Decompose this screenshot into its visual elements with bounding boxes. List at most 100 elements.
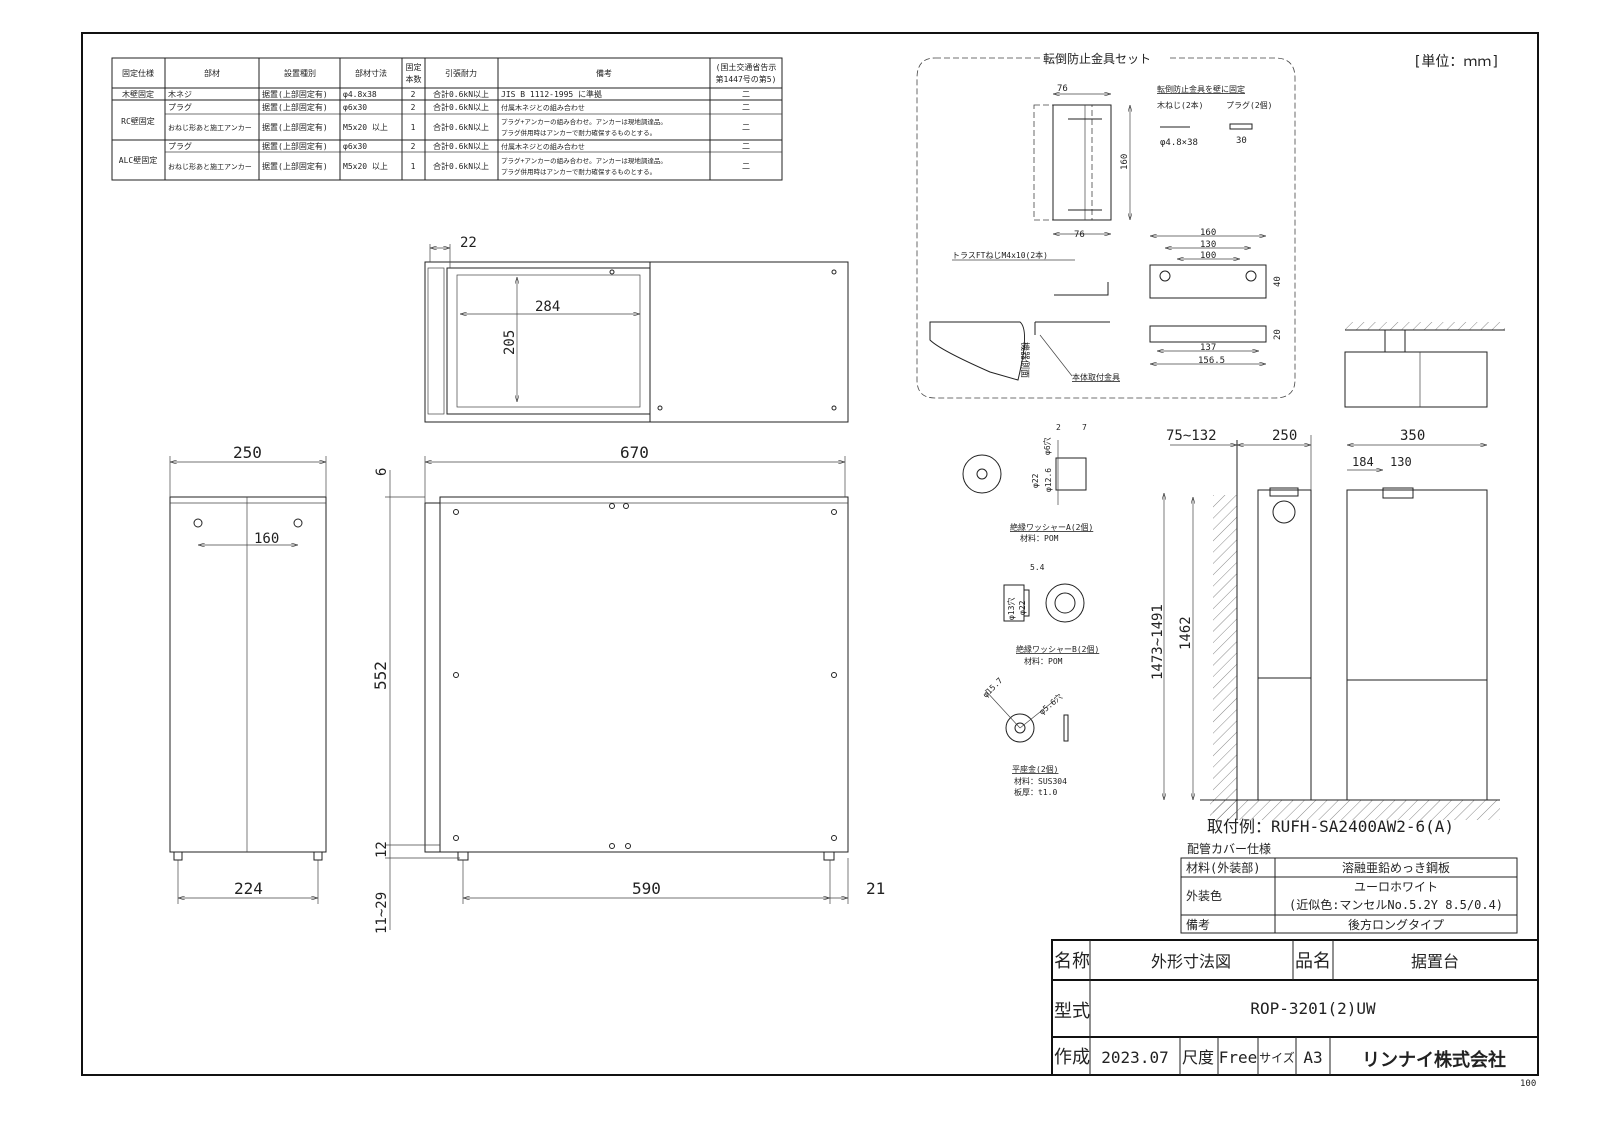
svg-text:M5x20 以上: M5x20 以上 bbox=[343, 162, 388, 171]
side-view: 670 6 552 12 11~29 590 21 bbox=[371, 443, 885, 934]
svg-text:材料：SUS304: 材料：SUS304 bbox=[1014, 776, 1067, 786]
table-header: 部材 bbox=[204, 68, 220, 78]
table-row: おねじ形あと施工アンカー 据置(上部固定有) M5x20 以上 1 合計0.6k… bbox=[168, 156, 750, 176]
table-row: プラグ 据置(上部固定有) φ6x30 2 合計0.6kN以上 付属木ネジとの組… bbox=[168, 102, 750, 112]
svg-text:(近似色:マンセルNo.5.2Y 8.5/0.4): (近似色:マンセルNo.5.2Y 8.5/0.4) bbox=[1289, 898, 1503, 912]
scale-value: Free bbox=[1219, 1048, 1258, 1067]
svg-text:二: 二 bbox=[742, 142, 750, 151]
name-label: 名称 bbox=[1054, 951, 1090, 972]
dim-224: 224 bbox=[234, 879, 263, 898]
svg-text:本体取付金具: 本体取付金具 bbox=[1072, 372, 1120, 382]
dim-205: 205 bbox=[502, 330, 518, 355]
table-header: (国土交通省告示 bbox=[716, 62, 777, 72]
svg-text:2: 2 bbox=[411, 103, 416, 112]
svg-text:木ねじ(2本): 木ねじ(2本) bbox=[1157, 100, 1203, 110]
svg-text:絶縁ワッシャーB(2個): 絶縁ワッシャーB(2個) bbox=[1016, 644, 1099, 654]
svg-text:137: 137 bbox=[1200, 343, 1216, 353]
svg-text:φ6x30: φ6x30 bbox=[343, 103, 367, 112]
svg-text:据置(上部固定有): 据置(上部固定有) bbox=[262, 102, 328, 112]
svg-text:φ6穴: φ6穴 bbox=[1042, 437, 1052, 455]
svg-text:板厚：t1.0: 板厚：t1.0 bbox=[1014, 787, 1057, 797]
svg-text:φ4.8x38: φ4.8x38 bbox=[343, 90, 377, 99]
svg-text:トラスFTねじM4x10(2本): トラスFTねじM4x10(2本) bbox=[952, 250, 1048, 260]
svg-text:1462: 1462 bbox=[1178, 616, 1194, 650]
product-label: 品名 bbox=[1295, 951, 1331, 972]
unit-label: [単位：ｍｍ] bbox=[1413, 54, 1500, 70]
table-header-fixed-count: 固定本数 bbox=[405, 63, 422, 84]
svg-text:プラグ併用時はアンカーで耐力確保するものとする。: プラグ併用時はアンカーで耐力確保するものとする。 bbox=[501, 167, 656, 176]
drawing-name: 外形寸法図 bbox=[1151, 952, 1231, 971]
group-label: RC壁固定 bbox=[121, 116, 155, 126]
svg-text:合計0.6kN以上: 合計0.6kN以上 bbox=[433, 141, 489, 151]
front-view: 250 160 224 bbox=[169, 443, 327, 904]
svg-text:合計0.6kN以上: 合計0.6kN以上 bbox=[433, 122, 489, 132]
dim-11-29: 11~29 bbox=[374, 892, 390, 934]
svg-text:合計0.6kN以上: 合計0.6kN以上 bbox=[433, 102, 489, 112]
table-header: 備考 bbox=[596, 68, 612, 78]
svg-text:156.5: 156.5 bbox=[1198, 356, 1225, 366]
cover-spec-table: 配管カバー仕様 材料(外装部) 溶融亜鉛めっき鋼板 外装色 ユーロホワイト (近… bbox=[1180, 841, 1518, 934]
dim-22: 22 bbox=[460, 235, 477, 251]
group-label: 木壁固定 bbox=[122, 89, 154, 99]
table-header: 固定仕様 bbox=[122, 68, 154, 78]
table-row: プラグ 据置(上部固定有) φ6x30 2 合計0.6kN以上 付属木ネジとの組… bbox=[168, 141, 750, 151]
table-header: 部材寸法 bbox=[355, 68, 387, 78]
svg-text:転倒防止金具を壁に固定: 転倒防止金具を壁に固定 bbox=[1157, 84, 1245, 94]
svg-text:φ15.7: φ15.7 bbox=[981, 676, 1005, 700]
svg-text:5.4: 5.4 bbox=[1030, 563, 1045, 572]
table-row: おねじ形あと施工アンカー 据置(上部固定有) M5x20 以上 1 合計0.6k… bbox=[168, 117, 750, 137]
svg-text:配管カバー仕様: 配管カバー仕様 bbox=[1187, 841, 1271, 856]
dim-21: 21 bbox=[866, 879, 885, 898]
svg-text:外装色: 外装色 bbox=[1186, 889, 1222, 903]
plan-view: 22 284 205 bbox=[424, 235, 849, 423]
svg-text:ユーロホワイト: ユーロホワイト bbox=[1354, 880, 1438, 894]
svg-text:φ13穴: φ13穴 bbox=[1006, 598, 1016, 620]
svg-text:据置(上部固定有): 据置(上部固定有) bbox=[262, 161, 328, 171]
svg-text:160: 160 bbox=[1120, 154, 1130, 170]
svg-text:1: 1 bbox=[411, 162, 416, 171]
svg-text:おねじ形あと施工アンカー: おねじ形あと施工アンカー bbox=[168, 162, 252, 171]
svg-text:7: 7 bbox=[1082, 423, 1087, 432]
svg-text:木ネジ: 木ネジ bbox=[168, 89, 192, 99]
svg-text:76: 76 bbox=[1057, 84, 1068, 94]
svg-text:φ5.6穴: φ5.6穴 bbox=[1037, 691, 1064, 716]
svg-text:据置(上部固定有): 据置(上部固定有) bbox=[262, 122, 328, 132]
created-date: 2023.07 bbox=[1101, 1048, 1168, 1067]
dim-590: 590 bbox=[632, 879, 661, 898]
svg-text:備考: 備考 bbox=[1186, 917, 1210, 932]
svg-text:φ22: φ22 bbox=[1031, 473, 1040, 488]
dim-160: 160 bbox=[254, 531, 279, 547]
svg-text:付属木ネジとの組み合わせ: 付属木ネジとの組み合わせ bbox=[501, 103, 585, 112]
svg-text:φ22: φ22 bbox=[1018, 600, 1027, 615]
parts-table: 固定仕様 部材 設置種別 部材寸法 引張耐力 備考 (国土交通省告示 第1447… bbox=[111, 57, 783, 181]
svg-text:30: 30 bbox=[1236, 136, 1247, 146]
dim-250: 250 bbox=[233, 443, 262, 462]
svg-text:2: 2 bbox=[411, 142, 416, 151]
svg-text:プラグ: プラグ bbox=[168, 102, 192, 112]
scale-label: 尺度 bbox=[1182, 1048, 1214, 1067]
svg-text:75~132: 75~132 bbox=[1166, 428, 1217, 444]
svg-text:二: 二 bbox=[742, 123, 750, 132]
svg-text:二: 二 bbox=[742, 103, 750, 112]
title-block: 名称 外形寸法図 品名 据置台 型式 ROP-3201(2)UW 作成 2023… bbox=[1051, 939, 1539, 1076]
svg-text:据置(上部固定有): 据置(上部固定有) bbox=[262, 89, 328, 99]
svg-text:2: 2 bbox=[1056, 423, 1061, 432]
svg-text:プラグ+アンカーの組み合わせ。アンカーは現地調達品。: プラグ+アンカーの組み合わせ。アンカーは現地調達品。 bbox=[501, 117, 667, 126]
svg-text:合計0.6kN以上: 合計0.6kN以上 bbox=[433, 161, 489, 171]
dim-670: 670 bbox=[620, 443, 649, 462]
svg-text:φ12.6: φ12.6 bbox=[1044, 468, 1053, 492]
svg-text:プラグ+アンカーの組み合わせ。アンカーは現地調達品。: プラグ+アンカーの組み合わせ。アンカーは現地調達品。 bbox=[501, 156, 667, 165]
svg-text:100: 100 bbox=[1200, 251, 1216, 261]
table-header: 第1447号の第5) bbox=[716, 74, 777, 84]
svg-text:付属木ネジとの組み合わせ: 付属木ネジとの組み合わせ bbox=[501, 142, 585, 151]
svg-text:機器側面: 機器側面 bbox=[1019, 342, 1031, 378]
svg-text:合計0.6kN以上: 合計0.6kN以上 bbox=[433, 89, 489, 99]
svg-text:プラグ併用時はアンカーで耐力確保するものとする。: プラグ併用時はアンカーで耐力確保するものとする。 bbox=[501, 128, 656, 137]
sheet-border bbox=[81, 32, 1539, 1076]
svg-text:20: 20 bbox=[1273, 329, 1283, 340]
dim-552: 552 bbox=[371, 661, 390, 690]
table-header: 引張耐力 bbox=[445, 68, 477, 78]
svg-text:後方ロングタイプ: 後方ロングタイプ bbox=[1348, 917, 1444, 932]
dim-12: 12 bbox=[374, 841, 390, 858]
svg-text:JIS B 1112-1995 に準拠: JIS B 1112-1995 に準拠 bbox=[501, 89, 602, 99]
